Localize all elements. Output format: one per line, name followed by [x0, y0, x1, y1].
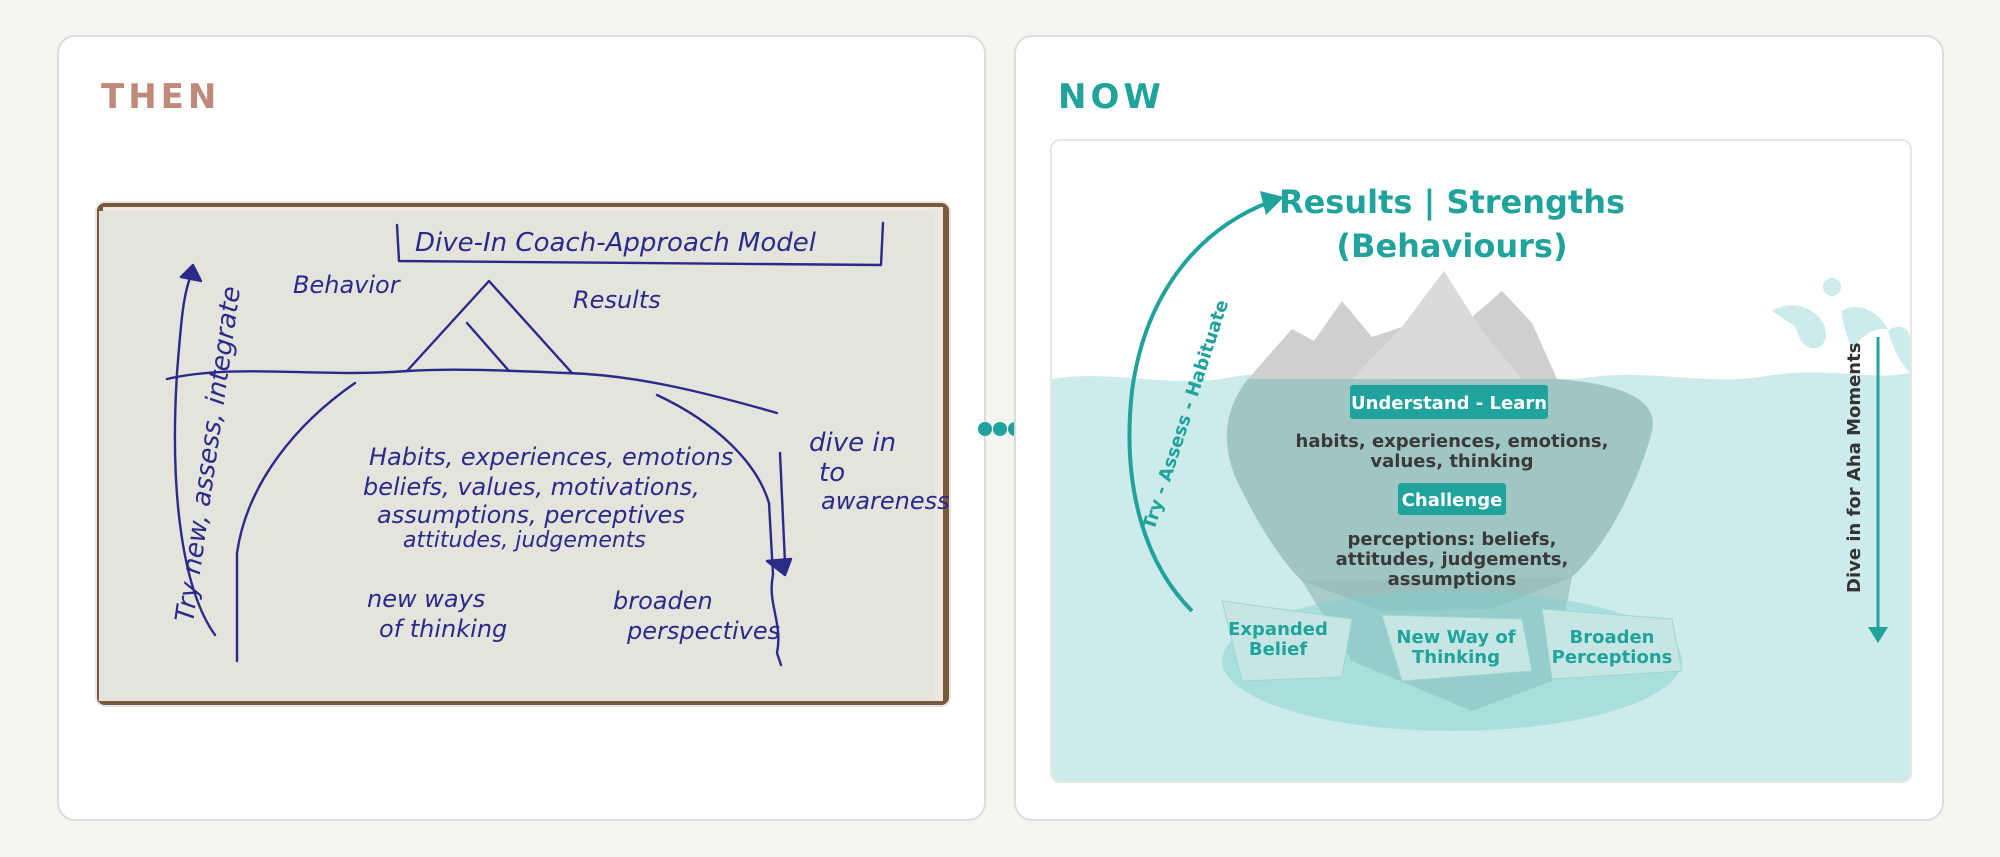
then-card: THEN — [57, 35, 986, 821]
sketch-bottom-left-1: new ways — [367, 585, 485, 613]
badge-understand-learn: Understand - Learn — [1351, 393, 1547, 414]
diagram-heading-line2: (Behaviours) — [1336, 227, 1567, 265]
then-sketch-photo: Dive-In Coach-Approach Model Behavior Re… — [95, 201, 951, 707]
sketch-heading: Dive-In Coach-Approach Model — [415, 228, 817, 258]
diagram-heading-line1: Results | Strengths — [1279, 183, 1625, 222]
shard-right-line1: Broaden — [1569, 627, 1654, 648]
sketch-behavior: Behavior — [293, 271, 402, 299]
badge-challenge: Challenge — [1402, 490, 1503, 511]
sketch-bottom-left-2: of thinking — [379, 615, 507, 643]
right-arrow-label: Dive in for Aha Moments — [1844, 343, 1865, 593]
sketch-results: Results — [573, 286, 661, 314]
text1-line2: values, thinking — [1370, 451, 1533, 472]
sketch-right-line-3: awareness — [821, 487, 949, 515]
sketch-svg: Dive-In Coach-Approach Model Behavior Re… — [97, 203, 949, 705]
now-iceberg-diagram: Results | Strengths (Behaviours) Try - A… — [1050, 139, 1912, 783]
sketch-middle-line-3: assumptions, perceptives — [377, 501, 685, 529]
sketch-right-line-1: dive in — [809, 428, 896, 458]
iceberg-svg: Results | Strengths (Behaviours) Try - A… — [1052, 183, 1910, 781]
shard-middle-line1: New Way of — [1396, 627, 1515, 648]
now-card: NOW Results | Strength — [1014, 35, 1944, 821]
arc-arrowhead-icon — [1260, 191, 1284, 215]
sketch-middle-line-4: attitudes, judgements — [403, 528, 646, 553]
now-title: NOW — [1058, 77, 1165, 117]
down-arrowhead-icon — [1868, 627, 1888, 643]
then-title: THEN — [101, 77, 221, 117]
text2-line3: assumptions — [1388, 569, 1517, 590]
text2-line2: attitudes, judgements, — [1336, 549, 1569, 570]
sketch-middle-line-2: beliefs, values, motivations, — [363, 473, 700, 501]
shard-left-line2: Belief — [1249, 639, 1307, 660]
text2-line1: perceptions: beliefs, — [1348, 529, 1557, 550]
shard-right-line2: Perceptions — [1552, 647, 1673, 668]
sketch-right-line-2: to — [819, 458, 845, 488]
shard-left-line1: Expanded — [1228, 619, 1328, 640]
shard-middle-line2: Thinking — [1412, 647, 1500, 668]
sketch-bottom-right-1: broaden — [613, 587, 713, 615]
text1-line1: habits, experiences, emotions, — [1296, 431, 1609, 452]
sketch-bottom-right-2: perspectives — [626, 617, 780, 645]
sketch-middle-line-1: Habits, experiences, emotions — [369, 443, 733, 471]
